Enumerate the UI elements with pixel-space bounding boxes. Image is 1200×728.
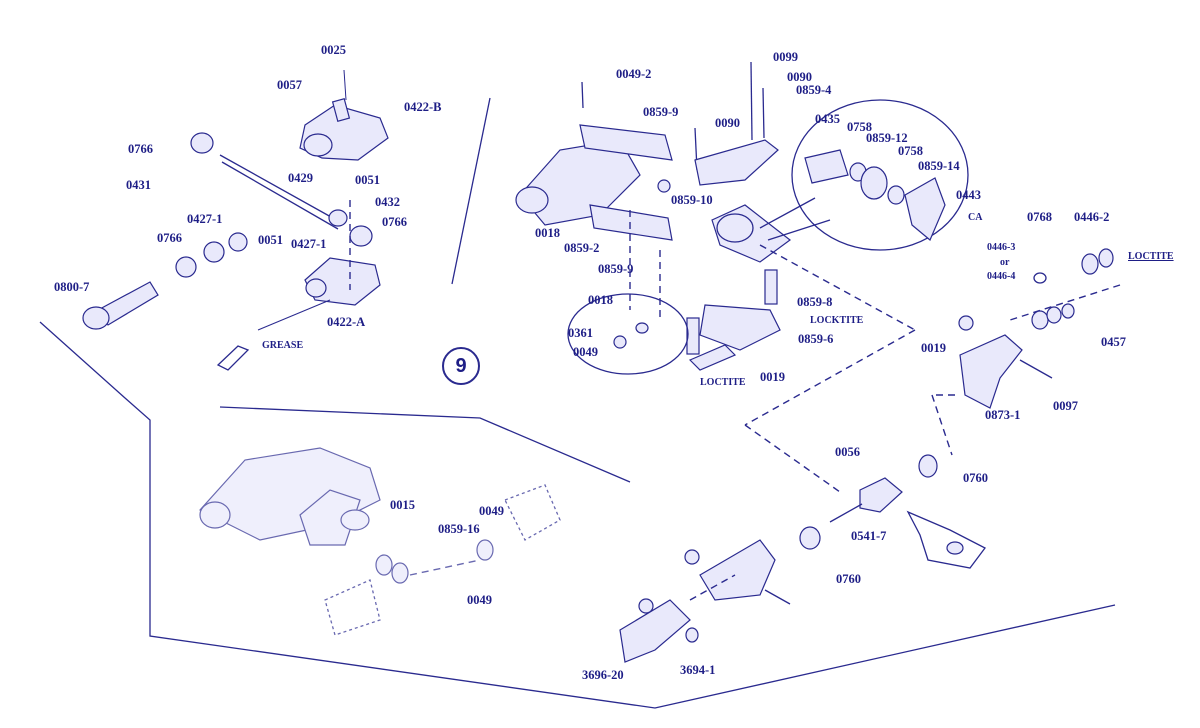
part-label: 0541-7	[851, 529, 887, 543]
part-label: 0760	[836, 572, 861, 586]
part-label: 0049	[479, 504, 504, 518]
part-label: 0049	[467, 593, 492, 607]
part-label: or	[1000, 257, 1010, 268]
part-label: 0859-9	[643, 105, 679, 119]
part-label: 0758	[898, 144, 923, 158]
assembly-note: LOCKTITE	[810, 315, 864, 326]
part-label: 0432	[375, 195, 400, 209]
part-label: 0099	[773, 50, 798, 64]
part-label: 3694-1	[680, 663, 716, 677]
part-label: 0766	[382, 215, 407, 229]
part-label: 0097	[1053, 399, 1078, 413]
part-label: 0015	[390, 498, 415, 512]
section-dividers	[39, 97, 1116, 709]
part-label: 0018	[535, 226, 560, 240]
part-label: 0859-8	[797, 295, 833, 309]
part-label: 0457	[1101, 335, 1126, 349]
part-label: 0427-1	[291, 237, 327, 251]
part-label: 0859-16	[438, 522, 480, 536]
part-label: 0435	[815, 112, 840, 126]
part-label: 0019	[921, 341, 946, 355]
part-label: 0859-12	[866, 131, 908, 145]
part-label: 0049-2	[616, 67, 652, 81]
part-label: 0800-7	[54, 280, 90, 294]
part-label: 0859-4	[796, 83, 832, 97]
part-label: 0446-4	[987, 271, 1016, 282]
part-label: 0422-B	[404, 100, 442, 114]
part-label: 0090	[787, 70, 812, 84]
part-label: 0361	[568, 326, 593, 340]
rotor-hub-exploded-group	[515, 61, 916, 493]
assembly-note: CA	[968, 212, 983, 223]
part-label: 0859-2	[564, 241, 600, 255]
assembly-note: GREASE	[262, 340, 304, 351]
assembled-hub-view	[199, 447, 561, 636]
part-label: 0427-1	[187, 212, 223, 226]
part-label: 0056	[835, 445, 860, 459]
part-label: 0431	[126, 178, 151, 192]
tail-gearbox-exploded-group	[82, 69, 389, 371]
part-label: 0873-1	[985, 408, 1021, 422]
part-label: 0090	[715, 116, 740, 130]
part-label: 0859-6	[798, 332, 834, 346]
part-label: 3696-20	[582, 668, 624, 682]
part-label: 0051	[258, 233, 283, 247]
loctite-note-text: LOCTITE	[1128, 251, 1174, 262]
assembly-note: LOCTITE	[1128, 252, 1174, 262]
part-label: 0018	[588, 293, 613, 307]
step-number-badge: 9	[442, 347, 480, 385]
part-label: 0057	[277, 78, 302, 92]
part-label: 0859-10	[671, 193, 713, 207]
part-label: 0768	[1027, 210, 1052, 224]
part-label: 0859-9	[598, 262, 634, 276]
part-label: 0760	[963, 471, 988, 485]
part-label: 0758	[847, 120, 872, 134]
part-label: 0859-14	[918, 159, 960, 173]
part-label: 0049	[573, 345, 598, 359]
part-label: 0429	[288, 171, 313, 185]
part-label: 0766	[157, 231, 182, 245]
part-label: 0025	[321, 43, 346, 57]
assembly-note: LOCTITE	[700, 377, 746, 388]
part-label: 0019	[760, 370, 785, 384]
part-label: 0422-A	[327, 315, 366, 329]
part-label: 0446-3	[987, 242, 1016, 253]
part-label: 0446-2	[1074, 210, 1110, 224]
part-label: 0051	[355, 173, 380, 187]
detail-magnifier-bubbles	[567, 99, 969, 375]
part-label: 0443	[956, 188, 981, 202]
part-label: 0766	[128, 142, 153, 156]
tail-blade-grip-exploded-group	[619, 248, 1121, 663]
